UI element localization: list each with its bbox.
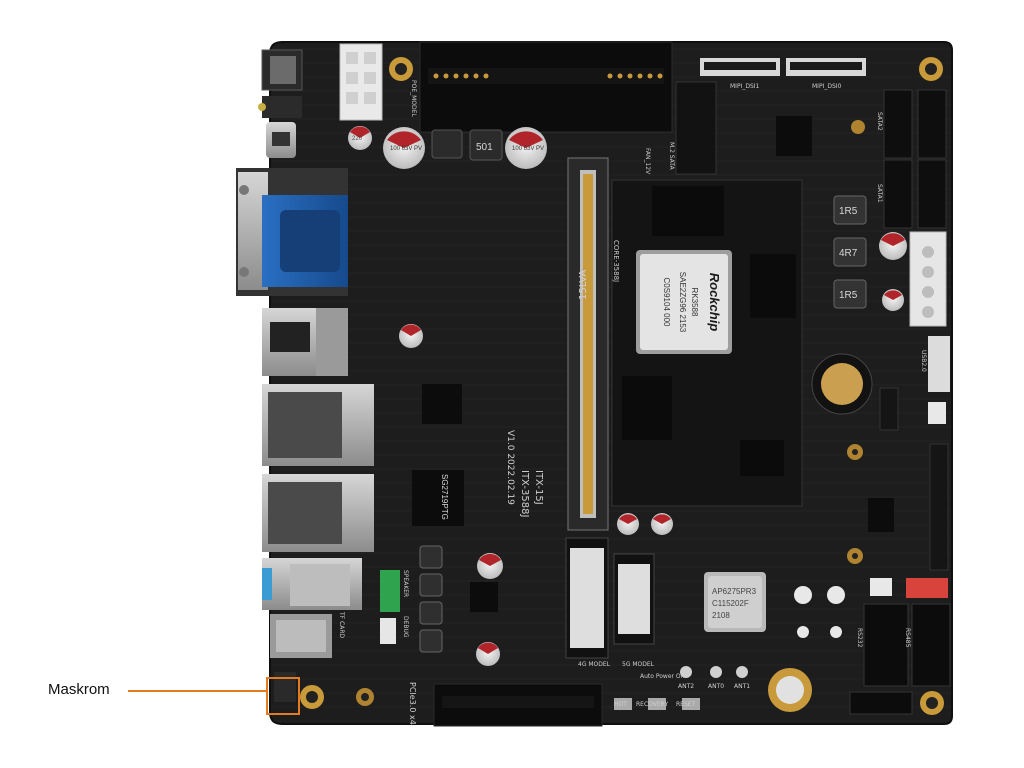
silk-version: V1.0 2022.02.19 <box>505 430 515 505</box>
label-sata1: SATA1 <box>876 184 883 203</box>
soc-chip: Rockchip RK3588 SAE2ZG96 2153 C0S9104 00… <box>662 272 722 333</box>
pcie-x4-slot <box>433 683 603 727</box>
inductor-1r5-b: 1R5 <box>839 290 858 301</box>
label-ant1: ANT1 <box>734 683 750 690</box>
label-m2-sata: M.2 SATA <box>668 142 675 171</box>
label-recovery: RECOVERY <box>636 701 668 708</box>
maskrom-callout-line <box>128 690 266 692</box>
switch-chip: SG2719PTG <box>440 474 449 520</box>
label-debug: DEBUG <box>402 616 409 638</box>
silk-model: ITX-3588J <box>519 470 530 517</box>
wifi-line1: AP6275PR3 <box>712 587 757 596</box>
maskrom-callout-label: Maskrom <box>48 681 110 698</box>
label-mipi-dsi0: MIPI_DSI0 <box>812 83 842 90</box>
cap-220: 220 <box>352 136 363 142</box>
soc-line1: RK3588 <box>690 288 699 317</box>
connector-labels: MIPI_DSI1 MIPI_DSI0 SATA2 SATA1 M.2 SATA… <box>338 80 927 708</box>
wifi-line3: 2108 <box>712 611 730 620</box>
top-connectors <box>339 41 950 424</box>
core-module <box>567 157 803 531</box>
label-auto-power-on: Auto Power On <box>640 673 685 680</box>
soc-brand: Rockchip <box>707 273 722 332</box>
label-rs232: RS232 <box>856 628 863 648</box>
cap-100-b: 100 63V PV <box>512 146 544 152</box>
label-poe: POE_MODEL <box>410 80 417 117</box>
label-hot: HOT <box>614 701 627 708</box>
silk-slot: 15LVA <box>578 270 589 300</box>
label-tf-card: TF CARD <box>338 611 345 638</box>
inductor-501: 501 <box>476 142 493 153</box>
wifi-line2: C115202F <box>712 599 749 608</box>
label-speaker: SPEAKER <box>402 570 409 597</box>
label-sata2: SATA2 <box>876 112 883 131</box>
label-mipi-dsi1: MIPI_DSI1 <box>730 83 760 90</box>
left-io <box>236 49 374 702</box>
silk-series: ITX-15J <box>533 470 544 505</box>
board-silkscreen: ITX-3588J ITX-15J V1.0 2022.02.19 CORE-3… <box>352 136 858 725</box>
maskrom-callout-box <box>266 677 300 715</box>
soc-line2: SAE2ZG96 2153 <box>678 272 687 333</box>
label-reset: RESET <box>676 701 696 708</box>
m2-slots <box>565 537 655 659</box>
inductor-4r7: 4R7 <box>839 248 858 259</box>
headers <box>380 353 951 715</box>
label-ant2: ANT2 <box>678 683 694 690</box>
capacitors <box>348 126 907 666</box>
label-5g: 5G MODEL <box>622 661 655 668</box>
label-fan: FAN_12V <box>644 148 651 175</box>
silk-pcie: PCIe3.0 x4 <box>408 682 417 725</box>
inductor-1r5-a: 1R5 <box>839 206 858 217</box>
label-ant0: ANT0 <box>708 683 724 690</box>
cap-100-a: 100 63V PV <box>390 146 422 152</box>
label-rs485: RS485 <box>904 628 911 648</box>
mounting-holes <box>300 57 944 715</box>
label-usb2: USB2.0 <box>920 350 927 372</box>
ics <box>412 116 894 632</box>
soc-line3: C0S9104 000 <box>662 278 671 327</box>
label-4g: 4G MODEL <box>578 661 611 668</box>
silk-core: CORE-3588J <box>612 240 620 282</box>
inductors <box>419 129 867 653</box>
